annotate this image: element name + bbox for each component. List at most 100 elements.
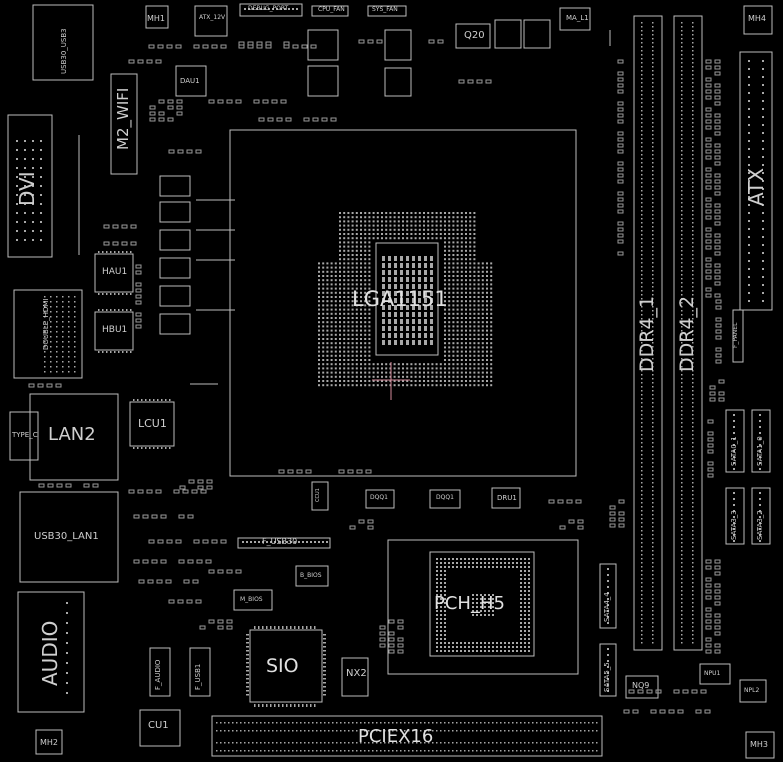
pin: [481, 363, 484, 366]
pin: [641, 182, 643, 184]
pin: [568, 730, 570, 732]
pin: [652, 518, 654, 520]
pin: [246, 678, 249, 680]
pin: [290, 626, 292, 629]
pin: [323, 678, 326, 680]
pin: [364, 354, 367, 357]
pin: [681, 110, 683, 112]
pin: [465, 216, 467, 219]
smd-component: [609, 505, 616, 510]
pin: [423, 363, 425, 366]
type-c-connector: [9, 411, 39, 461]
pin: [490, 270, 493, 273]
pin: [397, 220, 400, 223]
pin: [681, 614, 683, 616]
pin: [484, 594, 486, 596]
pin: [692, 294, 694, 296]
pin: [692, 346, 694, 348]
pin: [106, 251, 108, 253]
pin: [536, 730, 538, 732]
pin: [347, 212, 350, 214]
pin: [452, 212, 455, 214]
pin: [456, 321, 459, 324]
pin: [24, 194, 26, 196]
pin: [435, 367, 438, 370]
pin: [216, 722, 218, 724]
smd-component: [267, 117, 274, 122]
pin: [477, 371, 480, 374]
pin: [490, 283, 493, 286]
smd-component: [618, 517, 625, 522]
pin: [520, 558, 522, 560]
pin: [484, 642, 486, 644]
pin: [310, 704, 312, 707]
pin: [364, 367, 367, 370]
pin: [364, 270, 367, 273]
pin: [339, 346, 341, 349]
pin: [641, 202, 643, 204]
pin: [548, 742, 550, 744]
pin: [681, 294, 683, 296]
pin: [246, 634, 249, 636]
pin: [641, 550, 643, 552]
smd-component: [367, 39, 374, 44]
pin: [681, 638, 683, 640]
pin: [394, 291, 397, 296]
pin: [414, 216, 417, 219]
pin: [322, 380, 325, 382]
smd-component: [135, 312, 142, 317]
pin: [360, 287, 362, 290]
pin: [456, 566, 458, 568]
pin: [406, 237, 409, 240]
pin: [406, 263, 409, 268]
pin: [326, 329, 329, 332]
pin: [316, 750, 318, 752]
pin: [62, 366, 64, 368]
pin: [382, 298, 385, 303]
pin: [692, 390, 694, 392]
pin: [486, 371, 488, 374]
pin: [641, 154, 643, 156]
smd-component: [714, 559, 721, 564]
pin: [431, 371, 434, 374]
pin: [339, 275, 341, 277]
pin: [544, 722, 546, 724]
pin: [465, 291, 467, 294]
pin: [762, 260, 764, 262]
pin: [504, 646, 506, 648]
pin: [759, 516, 761, 518]
pin: [351, 346, 354, 349]
nx2-chip: [341, 657, 369, 697]
pin: [347, 249, 350, 252]
pin: [318, 312, 320, 315]
pin: [436, 622, 438, 624]
pin: [68, 326, 70, 328]
pin: [641, 174, 643, 176]
pin: [334, 279, 337, 282]
smd-component: [160, 559, 167, 564]
pin: [492, 602, 494, 604]
pin: [592, 730, 594, 732]
pin: [488, 730, 490, 732]
pin: [400, 270, 403, 275]
pin: [607, 672, 609, 674]
pin: [402, 237, 404, 240]
pin: [456, 329, 459, 332]
pin: [424, 750, 426, 752]
pin: [596, 750, 598, 752]
pin: [508, 642, 510, 644]
pin: [512, 558, 514, 560]
pin: [759, 540, 761, 542]
pin: [376, 363, 379, 366]
pin: [444, 241, 446, 244]
pin: [641, 314, 643, 316]
pin: [318, 321, 320, 324]
pin: [490, 262, 493, 265]
pin: [477, 325, 480, 328]
pin: [44, 326, 46, 328]
pin: [436, 602, 438, 604]
smd-component: [705, 227, 712, 232]
pin: [444, 642, 446, 644]
mh2-label: MH2: [40, 738, 59, 747]
pin: [149, 399, 151, 401]
